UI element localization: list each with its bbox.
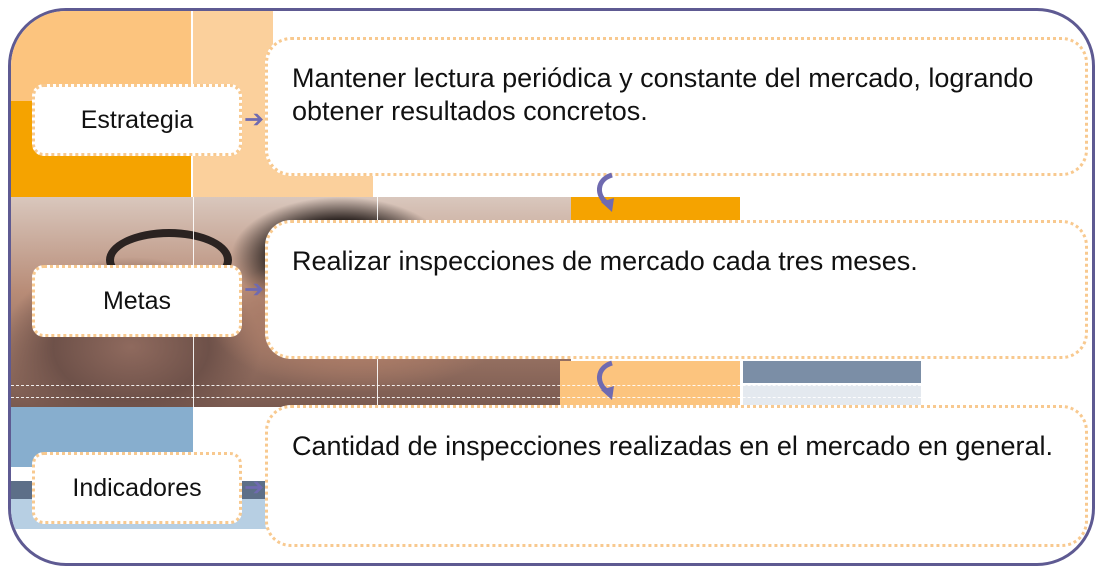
- strategy-content-box: Mantener lectura periódica y constante d…: [265, 37, 1088, 176]
- strategy-label-box: Estrategia: [32, 84, 242, 156]
- deco-block: [743, 361, 921, 383]
- goals-content-box: Realizar inspecciones de mercado cada tr…: [265, 220, 1088, 359]
- goals-label: Metas: [102, 286, 172, 315]
- curved-down-arrow-icon: [597, 172, 614, 212]
- indicators-text: Cantidad de inspecciones realizadas en e…: [292, 431, 1053, 461]
- goals-label-box: Metas: [32, 265, 242, 337]
- grid-line: [11, 385, 921, 386]
- indicators-label: Indicadores: [72, 473, 202, 502]
- indicators-content-box: Cantidad de inspecciones realizadas en e…: [265, 405, 1088, 547]
- right-arrow-icon: ➔: [244, 276, 265, 303]
- deco-block: [743, 385, 921, 407]
- right-arrow-icon: ➔: [244, 474, 265, 501]
- strategy-label: Estrategia: [80, 105, 194, 134]
- goals-text: Realizar inspecciones de mercado cada tr…: [292, 246, 918, 276]
- deco-block: [560, 197, 740, 223]
- indicators-label-box: Indicadores: [32, 452, 242, 524]
- right-arrow-icon: ➔: [244, 106, 265, 133]
- grid-line: [11, 397, 921, 398]
- deco-block: [560, 361, 740, 407]
- strategy-text: Mantener lectura periódica y constante d…: [292, 63, 1034, 126]
- grid-line: [193, 197, 194, 487]
- curved-down-arrow-icon: [597, 360, 614, 400]
